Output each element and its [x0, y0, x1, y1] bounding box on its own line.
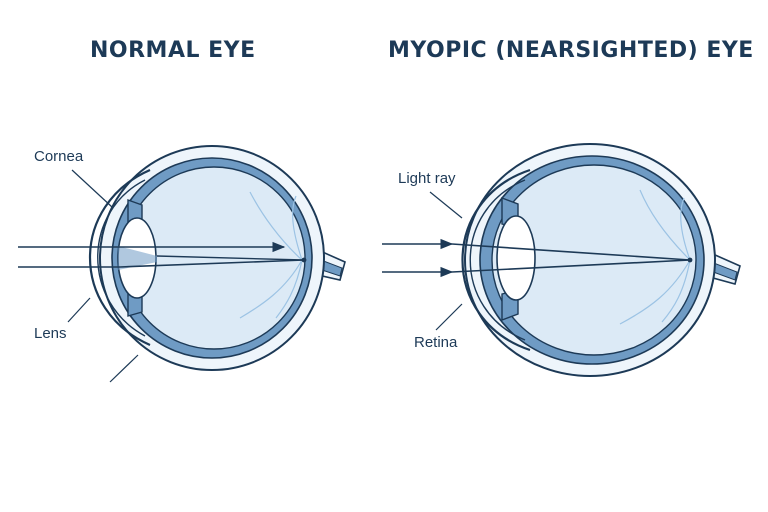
normal-eye-title: NORMAL EYE [90, 38, 256, 63]
focal-point-right [687, 257, 693, 263]
cornea-inner-right [469, 179, 526, 341]
retina-veins-left [239, 191, 303, 319]
lens-label: Lens [34, 325, 67, 342]
lens-leader-line [67, 297, 91, 323]
focus-cone-left [118, 246, 157, 270]
light-ray-bottom-right-b [451, 259, 691, 273]
light-ray-bottom-left-b [119, 259, 305, 268]
light-ray-label: Light ray [398, 170, 456, 187]
retina-label: Retina [414, 334, 458, 351]
cornea-right [461, 168, 531, 352]
vitreous-right [491, 164, 697, 356]
light-ray-leader-line [429, 191, 463, 219]
retina-leader-line [435, 303, 463, 331]
focal-point-left [301, 257, 307, 263]
cornea-label: Cornea [34, 148, 84, 165]
light-ray-top-right-b [451, 243, 691, 261]
lens-right [496, 215, 536, 301]
light-ray-converge-left [156, 255, 305, 261]
leader-line-bottom [109, 354, 139, 383]
cornea-inner-left [97, 179, 146, 337]
cornea-left [89, 168, 151, 347]
normal-eye [18, 145, 346, 383]
myopic-eye-title: MYOPIC (NEARSIGHTED) EYE [388, 38, 754, 63]
cornea-leader-line [71, 169, 113, 208]
retina-veins-right [619, 189, 691, 325]
myopic-eye [382, 143, 741, 377]
